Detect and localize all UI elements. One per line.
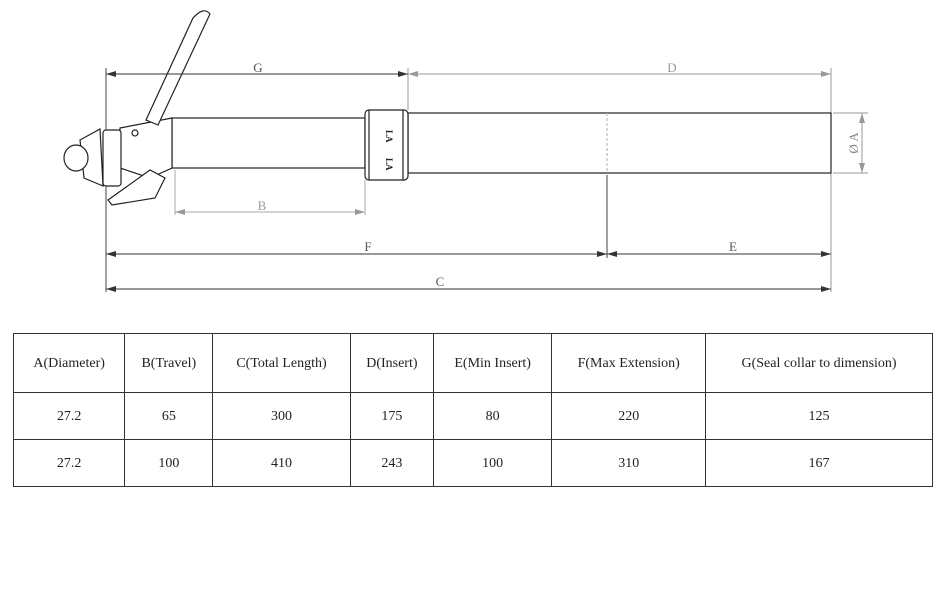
table-cell: 243: [349, 439, 435, 487]
table-cell: 175: [349, 392, 435, 440]
table-cell: 300: [212, 392, 351, 440]
header-cell: D(Insert): [349, 333, 435, 393]
table-cell: 310: [551, 439, 707, 487]
label-f: F: [364, 239, 371, 254]
table-cell: 27.2: [12, 392, 126, 440]
label-g: G: [253, 60, 262, 75]
label-a: Ø A: [846, 132, 861, 154]
header-cell: G(Seal collar to dimension): [705, 333, 933, 393]
header-cell: C(Total Length): [212, 333, 351, 393]
seatpost-dimension-drawing: LA LA G D Ø A B F E C: [63, 10, 868, 292]
label-b: B: [258, 198, 267, 213]
label-d: D: [667, 60, 676, 75]
table-cell: 27.2: [12, 439, 126, 487]
table-cell: 125: [705, 392, 933, 440]
label-c: C: [436, 274, 445, 289]
header-cell: F(Max Extension): [551, 333, 707, 393]
seatpost-body: LA LA: [171, 109, 832, 181]
table-cell: 65: [124, 392, 214, 440]
table-cell: 167: [705, 439, 933, 487]
table-cell: 410: [212, 439, 351, 487]
table-cell: 80: [433, 392, 553, 440]
remote-lever: [145, 10, 211, 126]
table-cell: 100: [124, 439, 214, 487]
dimension-lines: [106, 71, 865, 292]
svg-text:LA: LA: [384, 158, 394, 171]
table-row: 27.2 65 300 175 80 220 125: [12, 392, 933, 440]
table-cell: 100: [433, 439, 553, 487]
table-row: 27.2 100 410 243 100 310 167: [12, 439, 933, 487]
table-header-row: A(Diameter) B(Travel) C(Total Length) D(…: [12, 333, 933, 393]
header-cell: E(Min Insert): [433, 333, 553, 393]
extension-lines: [105, 68, 868, 292]
table-cell: 220: [551, 392, 707, 440]
header-cell: A(Diameter): [12, 333, 126, 393]
dimension-table: A(Diameter) B(Travel) C(Total Length) D(…: [12, 333, 933, 487]
seat-clamp-head: [63, 117, 173, 206]
header-cell: B(Travel): [124, 333, 214, 393]
label-e: E: [729, 239, 737, 254]
svg-text:LA: LA: [384, 130, 394, 143]
